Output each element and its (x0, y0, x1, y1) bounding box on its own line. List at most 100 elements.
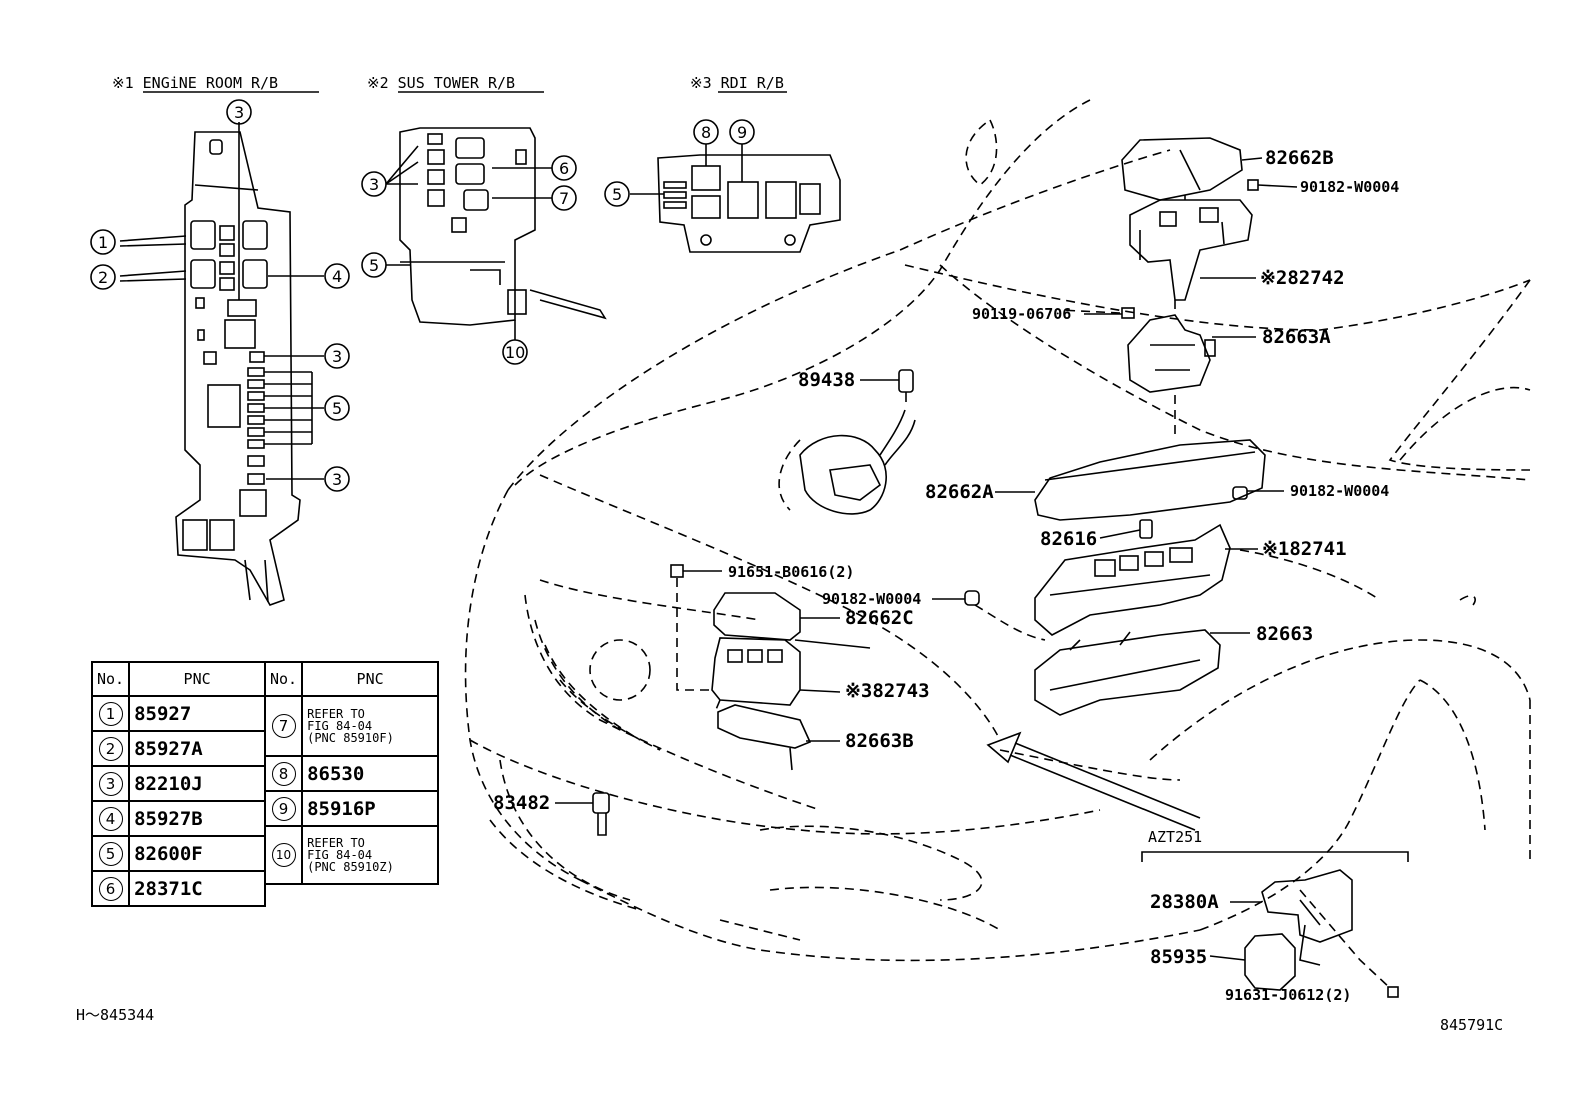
component-82663-bracket (1034, 629, 1221, 716)
callout-1: 1 (98, 233, 108, 252)
callout-10: 10 (505, 343, 525, 362)
callout-3c: 3 (332, 470, 342, 489)
row-no: 6 (98, 876, 123, 901)
row-no: 7 (271, 714, 296, 738)
row-pnc: REFER TO FIG 84-04 (PNC 85910F) (301, 695, 440, 757)
col-no-header: No. (90, 661, 131, 697)
component-85935-relay (1244, 933, 1296, 991)
azt-bracket (1141, 851, 1409, 862)
component-28380A-unit (1261, 869, 1353, 966)
header-engine-room: ※1 ENGiNE ROOM R/B (112, 74, 278, 92)
rdi-relay-block (630, 144, 841, 253)
table-row: 6 28371C (90, 870, 267, 907)
callout-5a: 5 (332, 399, 342, 418)
row-no: 5 (98, 841, 123, 866)
row-pnc: 82210J (128, 765, 267, 802)
part-labels: 82662B 90182-W0004 ※282742 90119-06706 8… (493, 147, 1399, 1004)
callout-circles: 1 2 3 4 3 5 3 3 6 7 5 10 5 8 9 (90, 99, 755, 492)
label-82741: ※182741 (1262, 538, 1347, 560)
label-90182-low: 90182-W0004 (822, 590, 921, 608)
table-row: 9 85916P (263, 790, 440, 827)
footer-right-code: 845791C (1440, 1016, 1504, 1034)
callout-3d: 3 (369, 175, 379, 194)
table-row: 10 REFER TO FIG 84-04 (PNC 85910Z) (263, 825, 440, 885)
sus-tower-relay-block (385, 127, 607, 340)
row-pnc: 85927 (128, 695, 267, 732)
label-azt251: AZT251 (1148, 828, 1202, 846)
col-pnc-header: PNC (301, 661, 440, 697)
label-91631: 91631-J0612(2) (1225, 986, 1351, 1004)
col-pnc-header: PNC (128, 661, 267, 697)
label-82663A: 82663A (1262, 326, 1331, 348)
callout-5c: 5 (612, 185, 622, 204)
label-82662C: 82662C (845, 607, 914, 629)
label-82743: ※382743 (845, 680, 930, 702)
row-no: 10 (271, 843, 296, 867)
row-no: 9 (271, 796, 296, 821)
callout-5b: 5 (369, 256, 379, 275)
component-82662C-cover (713, 592, 801, 641)
row-pnc: 28371C (128, 870, 267, 907)
label-82742: ※282742 (1260, 267, 1345, 289)
component-82663A-bracket (1127, 314, 1216, 393)
row-no: 8 (271, 761, 296, 786)
component-screws (670, 179, 1399, 998)
row-pnc: 85927A (128, 730, 267, 767)
row-pnc: REFER TO FIG 84-04 (PNC 85910Z) (301, 825, 440, 885)
pnc-table-right: No. PNC 7 REFER TO FIG 84-04 (PNC 85910F… (263, 661, 440, 885)
row-no: 2 (98, 736, 123, 761)
row-no: 4 (98, 806, 123, 831)
callout-9: 9 (737, 123, 747, 142)
label-82662B: 82662B (1265, 147, 1334, 169)
component-82616-fuse (1139, 519, 1153, 539)
label-82616: 82616 (1040, 528, 1097, 550)
component-83482-switch (592, 792, 610, 836)
car-body-outline (464, 99, 1531, 962)
label-90119: 90119-06706 (972, 305, 1071, 323)
assembly-dashed-lines (676, 195, 1391, 989)
table-header: No. PNC (263, 661, 440, 697)
table-header: No. PNC (90, 661, 267, 697)
row-pnc: 82600F (128, 835, 267, 872)
row-pnc: 85916P (301, 790, 440, 827)
label-91651: 91651-B0616(2) (728, 563, 854, 581)
footer-left-code: H～845344 (76, 1006, 155, 1024)
row-no: 1 (98, 701, 123, 726)
view-arrow (986, 731, 1201, 831)
row-no: 3 (98, 771, 123, 796)
component-82742-box (1129, 199, 1253, 301)
label-82662A: 82662A (925, 481, 994, 503)
pnc-table-left: No. PNC 1 85927 2 85927A 3 82210J 4 8592… (90, 661, 267, 907)
row-pnc: 86530 (301, 755, 440, 792)
callout-6: 6 (559, 159, 569, 178)
callout-2: 2 (98, 268, 108, 287)
component-82743-box (711, 637, 801, 706)
component-89438-sensor (799, 369, 916, 515)
table-row: 8 86530 (263, 755, 440, 792)
table-row: 5 82600F (90, 835, 267, 872)
table-row: 7 REFER TO FIG 84-04 (PNC 85910F) (263, 695, 440, 757)
table-row: 2 85927A (90, 730, 267, 767)
callout-3b: 3 (332, 347, 342, 366)
table-row: 4 85927B (90, 800, 267, 837)
table-row: 3 82210J (90, 765, 267, 802)
callout-4: 4 (332, 267, 342, 286)
label-83482: 83482 (493, 792, 550, 814)
row-pnc: 85927B (128, 800, 267, 837)
callout-8: 8 (701, 123, 711, 142)
label-28380A: 28380A (1150, 891, 1219, 913)
label-82663: 82663 (1256, 623, 1313, 645)
label-90182-mid: 90182-W0004 (1290, 482, 1389, 500)
header-sus-tower: ※2 SUS TOWER R/B (367, 74, 515, 92)
component-82741-box (1034, 523, 1231, 636)
header-rdi: ※3 RDI R/B (690, 74, 784, 92)
component-82663B-bracket (717, 704, 812, 771)
label-82663B: 82663B (845, 730, 914, 752)
label-90182-top: 90182-W0004 (1300, 178, 1399, 196)
component-82662A-cover (1034, 439, 1266, 521)
label-85935: 85935 (1150, 946, 1207, 968)
callout-3a: 3 (234, 103, 244, 122)
engine-room-relay-block (119, 122, 324, 606)
col-no-header: No. (263, 661, 304, 697)
